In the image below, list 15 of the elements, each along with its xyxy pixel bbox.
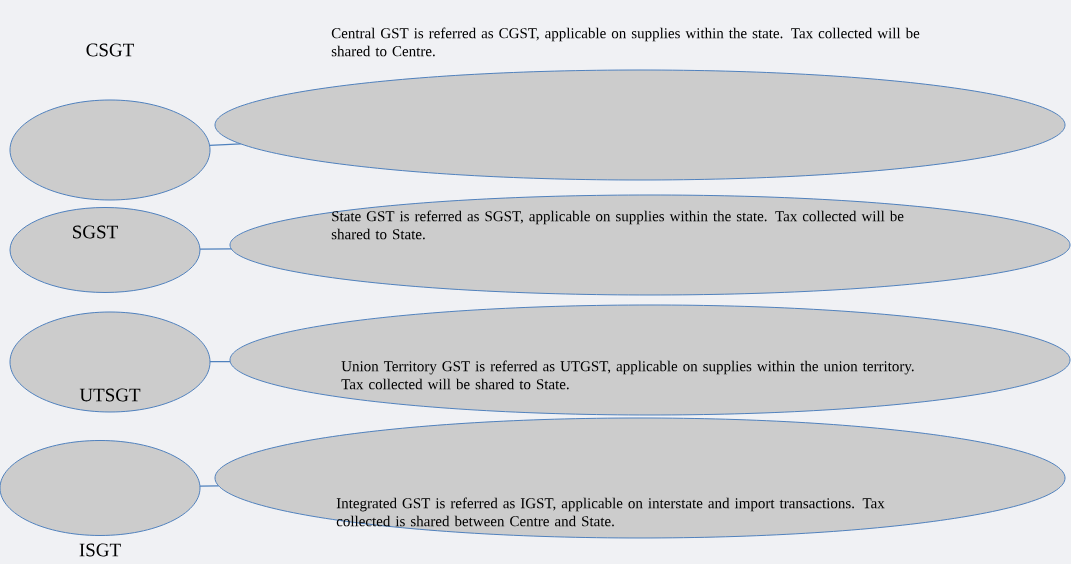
label-blob: ISGT — [0, 440, 201, 557]
node-label: CSGT — [86, 43, 134, 57]
connector-line — [209, 360, 231, 363]
speech-bubble: Central GST is referred as CGST, applicable on supplies within the state. Tax collected will be shared to Centre. — [214, 27, 1066, 181]
connector-line — [199, 485, 220, 487]
speech-bubble: Integrated GST is referred as IGST, applicable on interstate and import transactions. Tax collected is shared between Centre and State. — [214, 417, 1066, 539]
connector-line — [208, 143, 242, 146]
node-label: Central GST is referred as CGST, applicable on supplies within the state. Tax collected will be shared to Centre. — [331, 27, 920, 57]
speech-bubble: State GST is referred as SGST, applicable on supplies within the state. Tax collected will be shared to State. — [229, 194, 1071, 296]
connector-line — [199, 248, 232, 250]
label-blob: UTSGT — [9, 311, 211, 413]
label-blob: CSGT — [9, 43, 211, 201]
speech-bubble: Union Territory GST is referred as UTGST, applicable on supplies within the union territory. Tax collected will be shared to State. — [229, 304, 1071, 416]
label-blob: SGST — [9, 207, 201, 293]
node-label: ISGT — [79, 543, 121, 557]
